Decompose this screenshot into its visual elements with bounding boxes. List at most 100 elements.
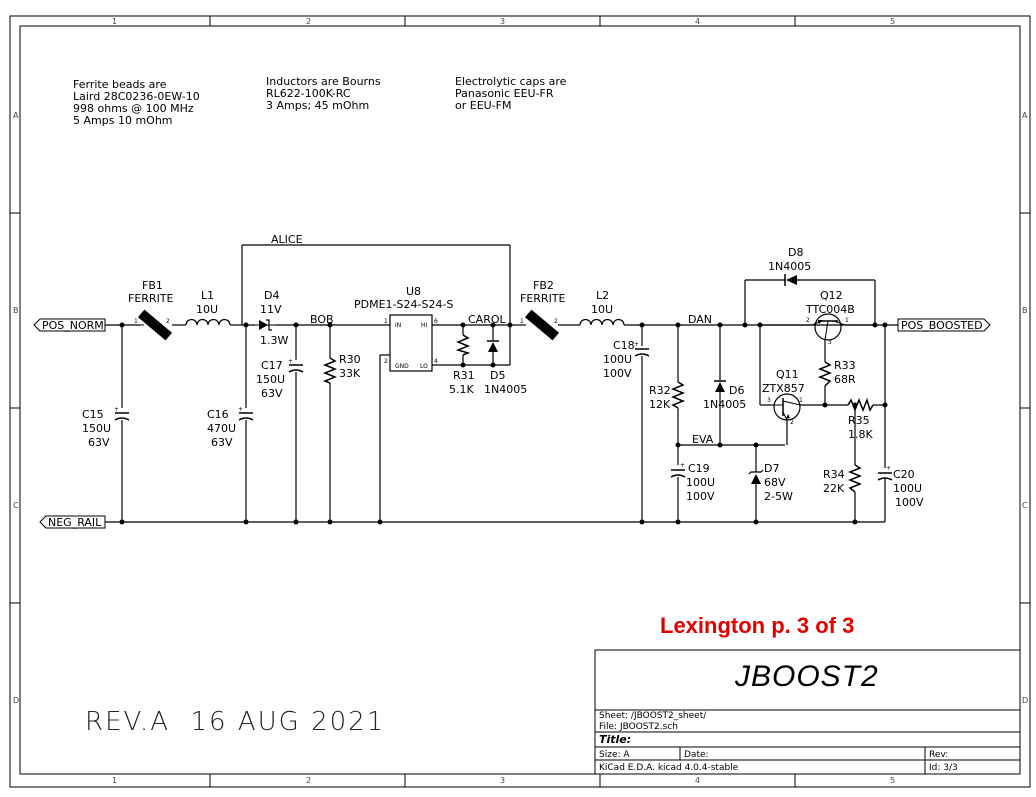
fb2-value: FERRITE [520, 292, 566, 305]
resistor-r34: R34 22K [823, 464, 863, 495]
grid-col-label: 4 [695, 17, 700, 26]
c19-value: 100U [686, 476, 715, 489]
grid-row-label: B [1022, 306, 1028, 315]
c18-voltage: 100V [603, 367, 632, 380]
c18-value: 100U [603, 353, 632, 366]
svg-text:2: 2 [384, 358, 388, 365]
svg-text:+: + [114, 406, 119, 413]
grid-col-label: 3 [500, 17, 505, 26]
c17-ref: C17 [261, 359, 283, 372]
port-neg-rail-label: NEG_RAIL [48, 516, 102, 529]
port-neg-rail: NEG_RAIL [39, 515, 106, 529]
r32-ref: R32 [649, 384, 671, 397]
grid-col-label: 5 [890, 776, 895, 785]
zener-diode-d4: D4 11V 1.3W [255, 289, 288, 347]
d7-power: 2-5W [764, 490, 793, 503]
c15-ref: C15 [82, 408, 104, 421]
zener-diode-d7: D7 68V 2-5W [748, 462, 793, 503]
resistor-r31: R31 5.1K [449, 334, 475, 396]
inductor-l2: L2 10U [579, 289, 625, 326]
l1-ref: L1 [201, 289, 214, 302]
svg-text:3: 3 [767, 397, 771, 404]
r35-ref: R35 [848, 414, 870, 427]
r31-ref: R31 [453, 369, 475, 382]
svg-text:2: 2 [554, 318, 558, 325]
port-pos-boosted: POS_BOOSTED [897, 318, 991, 332]
capacitor-c18: + C18 100U 100V [603, 339, 650, 380]
c20-ref: C20 [893, 468, 915, 481]
r31-value: 5.1K [449, 383, 474, 396]
d4-value: 11V [260, 303, 282, 316]
net-label-carol: CAROL [468, 313, 507, 326]
c18-ref: C18 [613, 339, 635, 352]
l1-value: 10U [196, 303, 218, 316]
c17-value: 150U [256, 373, 285, 386]
c16-voltage: 63V [211, 436, 233, 449]
c20-voltage: 100V [895, 496, 924, 509]
title-block-tool: KiCad E.D.A. kicad 4.0.4-stable [599, 763, 739, 773]
title-block-file: File: JBOOST2.sch [599, 722, 678, 732]
c20-value: 100U [893, 482, 922, 495]
svg-text:+: + [886, 465, 891, 472]
grid-row-label: A [13, 111, 19, 120]
l2-ref: L2 [596, 289, 609, 302]
svg-text:+: + [634, 341, 639, 348]
svg-text:6: 6 [434, 318, 438, 325]
title-block-date: Date: [684, 750, 709, 760]
svg-text:2: 2 [166, 318, 170, 325]
sheet-frame [9, 15, 1031, 788]
d5-value: 1N4005 [484, 383, 527, 396]
r30-ref: R30 [339, 353, 361, 366]
c17-voltage: 63V [261, 387, 283, 400]
title-block-title-label: Title: [599, 733, 631, 746]
svg-text:3: 3 [828, 339, 832, 346]
d6-value: 1N4005 [703, 398, 746, 411]
grid-col-label: 4 [695, 776, 700, 785]
svg-text:1: 1 [845, 317, 849, 324]
title-block-size: Size: A [599, 750, 630, 760]
r33-ref: R33 [834, 359, 856, 372]
grid-col-label: 5 [890, 17, 895, 26]
grid-row-label: A [1022, 111, 1028, 120]
r35-value: 1.8K [848, 428, 873, 441]
schematic-title: JBOOST2 [735, 660, 879, 693]
grid-row-label: C [13, 501, 19, 510]
svg-text:+: + [680, 462, 685, 469]
svg-text:2: 2 [806, 317, 810, 324]
revision-date: REV.A 16 AUG 2021 [85, 707, 386, 737]
svg-text:4: 4 [434, 358, 438, 365]
diode-d5: D5 1N4005 [484, 340, 527, 396]
port-pos-boosted-label: POS_BOOSTED [901, 319, 983, 332]
net-label-bob: BOB [310, 313, 334, 326]
grid-col-label: 2 [306, 776, 311, 785]
resistor-r33: R33 68R [817, 359, 856, 387]
fb2-ref: FB2 [533, 279, 554, 292]
capacitor-c17: + C17 150U 63V [256, 358, 304, 400]
capacitor-c19: + C19 100U 100V [670, 462, 715, 503]
q12-ref: Q12 [820, 289, 843, 302]
net-label-eva: EVA [692, 433, 714, 446]
grid-col-label: 1 [112, 17, 117, 26]
wires [105, 244, 898, 523]
title-block-rev: Rev: [929, 750, 948, 760]
fb1-ref: FB1 [142, 279, 163, 292]
grid-row-label: C [1022, 501, 1028, 510]
q11-value: ZTX857 [762, 382, 805, 395]
title-block-sheet: Sheet: /JBOOST2_sheet/ [599, 711, 707, 721]
u8-value: PDME1-S24-S24-S [354, 298, 453, 311]
resistor-r30: R30 33K [322, 353, 361, 384]
capacitor-c20: + C20 100U 100V [877, 465, 924, 509]
svg-text:1: 1 [384, 318, 388, 325]
d8-value: 1N4005 [768, 260, 811, 273]
svg-text:1: 1 [134, 318, 138, 325]
u8-ref: U8 [406, 285, 421, 298]
d4-power: 1.3W [260, 334, 288, 347]
svg-text:1: 1 [799, 397, 803, 404]
c15-voltage: 63V [88, 436, 110, 449]
svg-text:IN: IN [395, 322, 401, 329]
